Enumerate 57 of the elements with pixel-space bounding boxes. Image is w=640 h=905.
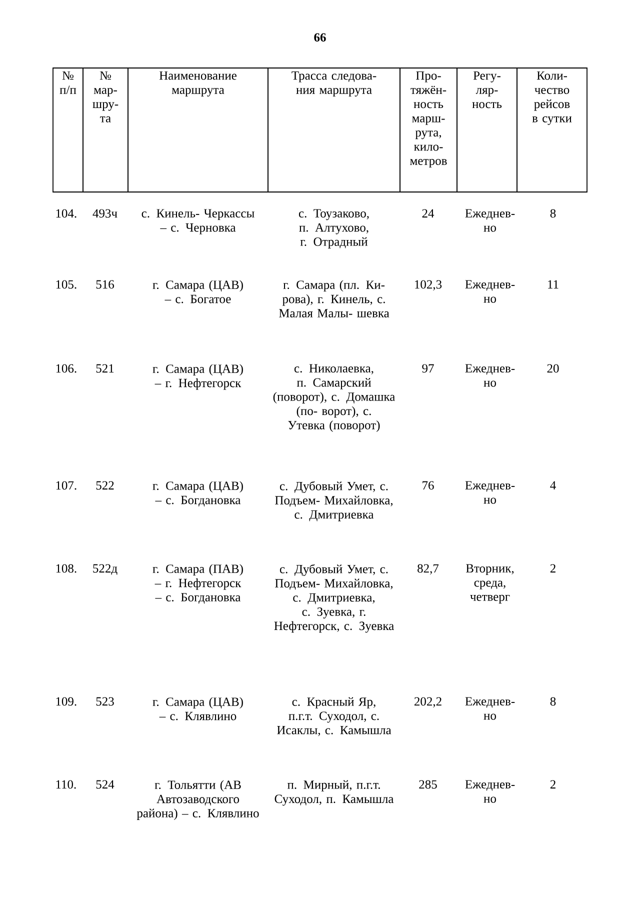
table-cell: 20 — [547, 364, 559, 373]
header-cell: Коли- чество рейсов в сутки — [516, 68, 588, 192]
table-cell: 493ч — [92, 209, 118, 218]
table-cell: г. Самара (ЦАВ) – с. Клявлино — [152, 697, 243, 720]
table-cell: 106. — [56, 364, 76, 373]
table-cell: 108. — [56, 564, 76, 573]
table-cell: 110. — [56, 780, 76, 789]
table-cell: 202,2 — [414, 697, 442, 708]
table-cell: г. Самара (ПАВ) – г. Нефтегорск – с. Богдановка — [152, 564, 243, 604]
table-cell: г. Тольятти (АВ Автозаводского района) – с. Клявлино — [136, 780, 259, 820]
table-cell: 522д — [93, 564, 118, 575]
table-cell: 516 — [96, 280, 114, 289]
table-cell: 8 — [550, 697, 556, 706]
table-cell: Ежеднев- но — [465, 780, 515, 803]
table-cell: 104. — [56, 209, 76, 218]
table-cell: Вторник, среда, четверг — [466, 564, 514, 604]
table-cell: с. Николаевка, п. Самарский (поворот), с. Домашка (по- ворот), с. Утевка (поворот) — [273, 364, 395, 432]
table-cell: Ежеднев- но — [465, 481, 515, 504]
table-cell: 102,3 — [415, 280, 442, 290]
table-cell: 24 — [422, 209, 434, 218]
table-cell: 105. — [56, 280, 76, 289]
header-cell: Трасса следова- ния маршрута — [268, 68, 400, 192]
table-cell: 97 — [422, 364, 434, 373]
table-cell: с. Дубовый Умет, с. Подъем- Михайловка, с. Дмитриевка, с. Зуевка, г. Нефтегорск, с. Зуевка — [274, 564, 394, 633]
header-cell: Про- тяжён- ность марш- рута, кило- метров — [400, 68, 458, 192]
table-cell: 523 — [96, 697, 114, 706]
table-cell: 11 — [548, 280, 558, 288]
table-cell: 109. — [56, 697, 76, 706]
header-cell: № мар- шру- та — [82, 68, 128, 192]
table-cell: Ежеднев- но — [465, 364, 515, 387]
table-cell: 524 — [96, 780, 114, 789]
table-cell: 76 — [422, 481, 434, 490]
table-cell: 107. — [56, 481, 76, 490]
table-cell: 4 — [550, 481, 556, 490]
table-cell: 8 — [550, 209, 556, 218]
table-cell: с. Красный Яр, п.г.т. Суходол, с. Исаклы, с. Камышла — [277, 697, 392, 736]
table-cell: с. Тоузаково, п. Алтухово, г. Отрадный — [298, 209, 369, 248]
header-cell: Наименование маршрута — [128, 68, 268, 192]
table-cell: Ежеднев- но — [465, 697, 515, 720]
table-cell: Ежеднев- но — [465, 209, 515, 232]
page-number: 66 — [314, 33, 326, 42]
table-cell: 2 — [550, 780, 556, 788]
table-cell: 2 — [550, 564, 556, 572]
header-cell: № п/п — [52, 68, 84, 192]
table-cell: г. Самара (ЦАВ) – г. Нефтегорск — [152, 364, 243, 390]
table-cell: Ежеднев- но — [465, 280, 515, 303]
header-cell: Регу- ляр- ность — [456, 68, 518, 192]
table-cell: г. Самара (пл. Ки- рова), г. Кинель, с. Малая Малы- шевка — [279, 280, 390, 318]
table-cell: 521 — [96, 364, 114, 373]
table-cell: с. Кинель- Черкассы – с. Черновка — [142, 209, 254, 234]
table-cell: г. Самара (ЦАВ) – с. Богдановка — [152, 481, 243, 506]
table-cell: с. Дубовый Умет, с. Подъем- Михайловка, с. Дмитриевка — [275, 481, 393, 522]
table-cell: г. Самара (ЦАВ) – с. Богатое — [152, 280, 243, 304]
table-cell: 82,7 — [418, 564, 439, 574]
table-cell: 285 — [419, 780, 437, 789]
table-cell: п. Мирный, п.г.т. Суходол, п. Камышла — [274, 780, 394, 806]
table-cell: 522 — [96, 481, 114, 490]
